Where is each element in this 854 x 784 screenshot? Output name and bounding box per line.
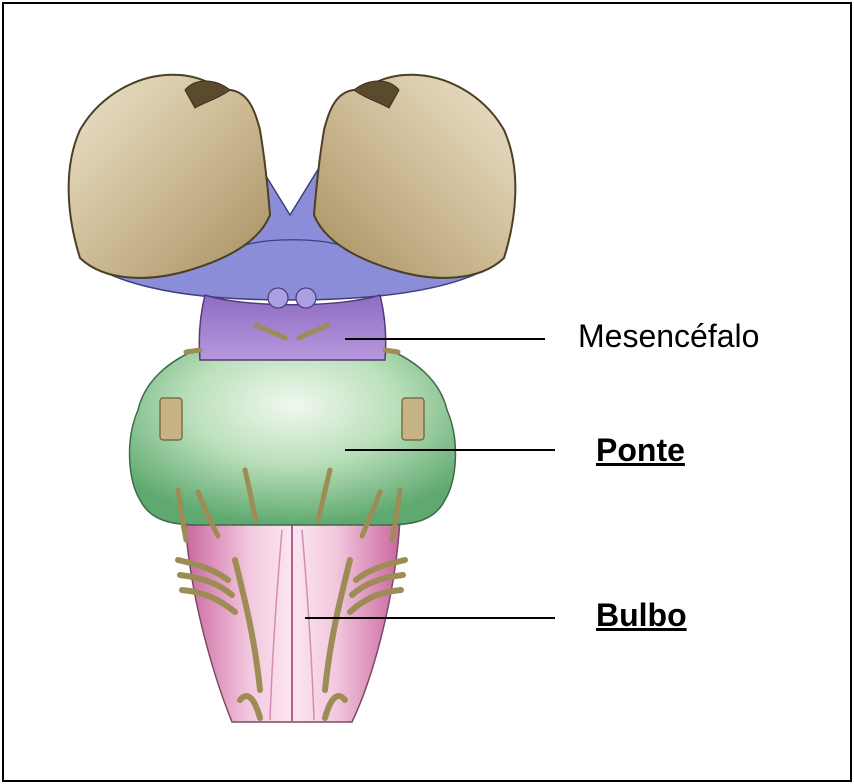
ponte-label: Ponte xyxy=(596,432,685,469)
right-hemisphere xyxy=(314,75,515,278)
left-hemisphere xyxy=(69,75,270,278)
bulbo-label: Bulbo xyxy=(596,597,687,634)
medulla xyxy=(185,520,400,722)
mesencefalo-label: Mesencéfalo xyxy=(578,318,759,355)
